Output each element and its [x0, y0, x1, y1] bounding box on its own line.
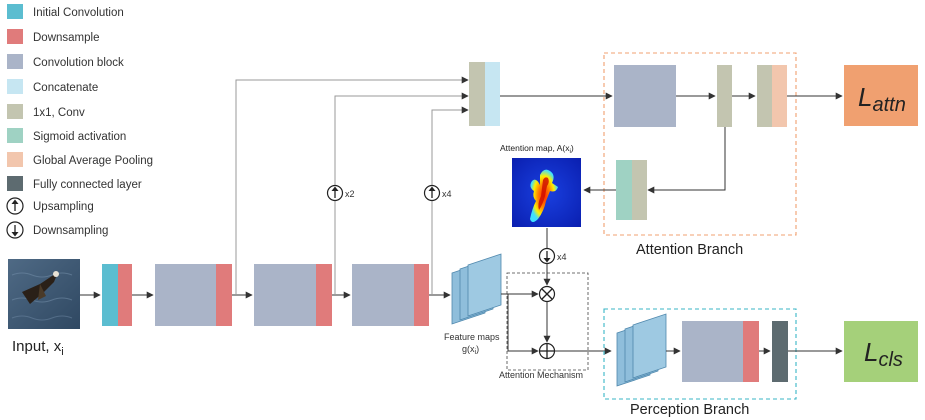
attention-gap-block	[772, 65, 787, 127]
feature-maps-fn-label: g(xi)	[462, 344, 479, 356]
legend-label: Downsample	[33, 32, 99, 44]
legend-label: Concatenate	[33, 82, 98, 94]
perception-branch-label: Perception Branch	[630, 402, 749, 418]
add-operator	[538, 342, 556, 360]
upsample-x2-marker: x2	[326, 184, 355, 202]
legend-label: Fully connected layer	[33, 179, 142, 191]
legend-item-fully-connected-layer: Fully connected layer	[7, 176, 142, 191]
feature-maps	[451, 253, 502, 325]
downsample-block-3	[414, 264, 429, 326]
legend-swatch	[7, 4, 23, 19]
legend-swatch	[7, 176, 23, 191]
loss-attn-box: Lattn	[844, 65, 918, 126]
legend-label: 1x1, Conv	[33, 107, 85, 119]
attention-conv1x1-block	[717, 65, 732, 127]
legend-item-convolution-block: Convolution block	[7, 54, 124, 69]
downsample-x4-label: x4	[557, 252, 567, 262]
legend-item-downsample: Downsample	[7, 29, 99, 44]
perception-feature-maps	[616, 313, 667, 387]
loss-attn-label: Lattn	[858, 82, 906, 116]
attention-conv1x1-block-2	[757, 65, 772, 127]
legend-swatch	[7, 152, 23, 167]
sigmoid-activation-block	[616, 160, 632, 220]
legend-item-initial-convolution: Initial Convolution	[7, 4, 124, 19]
downsample-block-2	[316, 264, 332, 326]
legend-item-global-average-pooling: Global Average Pooling	[7, 152, 153, 167]
legend-item-concatenate: Concatenate	[7, 79, 98, 94]
attention-output-conv1x1-block	[632, 160, 647, 220]
down-arrow-circle-icon	[538, 247, 556, 265]
legend-swatch	[7, 54, 23, 69]
attention-map-image	[512, 158, 581, 227]
feature-maps-label: Feature maps	[444, 332, 500, 342]
legend-label: Global Average Pooling	[33, 155, 153, 167]
upsample-x4-label: x4	[442, 189, 452, 199]
concat-stack	[469, 62, 500, 126]
convolution-block-2	[254, 264, 316, 326]
upsample-x2-label: x2	[345, 189, 355, 199]
upsample-x4-marker: x4	[423, 184, 452, 202]
attention-convolution-block	[614, 65, 676, 127]
attention-branch-arrows	[583, 92, 843, 194]
legend-swatch	[7, 29, 23, 44]
initial-convolution-block	[102, 264, 118, 326]
input-image	[8, 259, 80, 329]
perception-branch-box	[603, 308, 797, 400]
convolution-block-1	[155, 264, 216, 326]
backbone	[102, 264, 429, 326]
legend-swatch	[7, 128, 23, 143]
up-arrow-circle-icon	[423, 184, 441, 202]
legend: Initial Convolution Downsample Convoluti…	[6, 4, 153, 239]
up-arrow-circle-icon	[326, 184, 344, 202]
legend-swatch	[7, 104, 23, 119]
down-arrow-circle-icon	[6, 221, 24, 239]
perception-convolution-block	[682, 321, 743, 382]
legend-label: Initial Convolution	[33, 7, 124, 19]
multiply-operator	[538, 285, 556, 303]
legend-item-downsampling: Downsampling	[6, 221, 108, 239]
attention-mechanism-arrows	[501, 228, 612, 355]
loss-cls-label: Lcls	[864, 337, 903, 371]
bird-photo-icon	[22, 271, 59, 304]
up-arrow-circle-icon	[6, 197, 24, 215]
loss-cls-box: Lcls	[844, 321, 918, 382]
legend-item-upsampling: Upsampling	[6, 197, 94, 215]
legend-swatch	[7, 79, 23, 94]
legend-label: Downsampling	[33, 225, 108, 237]
attention-branch-label: Attention Branch	[636, 242, 743, 258]
concatenate-block	[485, 62, 500, 126]
legend-item-1x1-conv: 1x1, Conv	[7, 104, 85, 119]
skip-connections	[235, 76, 469, 295]
legend-label: Sigmoid activation	[33, 131, 126, 143]
legend-item-sigmoid-activation: Sigmoid activation	[7, 128, 126, 143]
attention-mechanism-label: Attention Mechanism	[499, 370, 583, 380]
downsample-block	[118, 264, 132, 326]
convolution-block-3	[352, 264, 414, 326]
input-label: Input, xi	[12, 338, 64, 358]
fully-connected-layer-block	[772, 321, 788, 382]
attention-map-label: Attention map, A(xi)	[500, 143, 574, 155]
legend-label: Upsampling	[33, 201, 94, 213]
legend-label: Convolution block	[33, 57, 124, 69]
downsample-block-1	[216, 264, 232, 326]
conv1x1-block	[469, 62, 485, 126]
attention-branch-box	[603, 52, 797, 236]
downsample-x4-marker: x4	[538, 247, 567, 265]
perception-downsample-block	[743, 321, 759, 382]
